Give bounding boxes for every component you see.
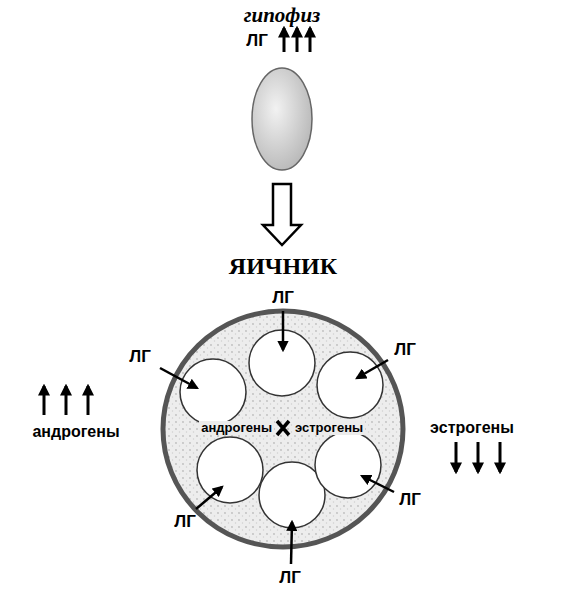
- hormone-name: эстрогены: [293, 421, 365, 435]
- block-arrow: [263, 184, 301, 245]
- pituitary-gland: гипофиз: [250, 66, 314, 172]
- lh-arrow: [196, 487, 222, 509]
- hormone-level-label: андрогены: [32, 423, 119, 441]
- lh-arrow: [160, 368, 197, 388]
- lh-arrow: [291, 522, 292, 564]
- hormone-label: ЛГ: [279, 569, 301, 588]
- hormone-label: ЛГ: [246, 32, 268, 51]
- organ-title: гипофиз: [244, 4, 321, 27]
- hormone-label: ЛГ: [399, 491, 421, 510]
- hormone-label: ЛГ: [272, 289, 294, 308]
- organ-title: ЯИЧНИК: [229, 253, 337, 279]
- hormone-level-label: эстрогены: [430, 419, 514, 437]
- follicle: [180, 359, 246, 425]
- follicle: [317, 352, 383, 418]
- hormone-label: ЛГ: [174, 513, 196, 532]
- hormone-name: андрогены: [199, 421, 274, 435]
- lh-arrow: [362, 476, 394, 492]
- follicle: [197, 437, 263, 503]
- block-cross: [277, 421, 289, 435]
- hormone-label: ЛГ: [129, 348, 151, 367]
- follicle: [315, 432, 381, 498]
- lh-arrow: [357, 360, 388, 378]
- node-outline: [250, 66, 314, 172]
- hormone-label: ЛГ: [394, 341, 416, 360]
- lh-arrow: [282, 311, 285, 350]
